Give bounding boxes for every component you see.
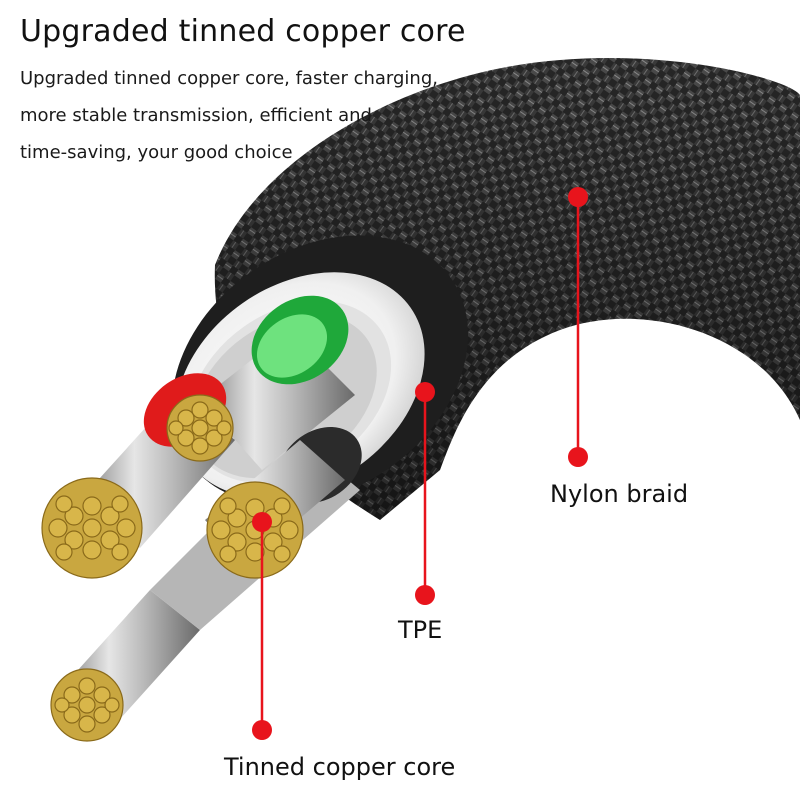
description-line-2: more stable transmission, efficient and [20, 105, 372, 126]
label-tinned-copper-core: Tinned copper core [224, 753, 456, 781]
label-tpe: TPE [398, 616, 443, 644]
description-line-1: Upgraded tinned copper core, faster char… [20, 68, 438, 89]
wire-green [200, 295, 355, 470]
callout-nylon [568, 187, 588, 467]
callout-copper [252, 512, 272, 740]
copper-end-left [41, 477, 143, 579]
callout-tpe [415, 382, 435, 605]
label-nylon-braid: Nylon braid [550, 480, 689, 508]
headline: Upgraded tinned copper core [20, 14, 466, 49]
copper-end-center [206, 481, 304, 579]
copper-end-top [166, 394, 234, 462]
copper-end-bottom [50, 668, 124, 742]
description-line-3: time-saving, your good choice [20, 142, 293, 163]
